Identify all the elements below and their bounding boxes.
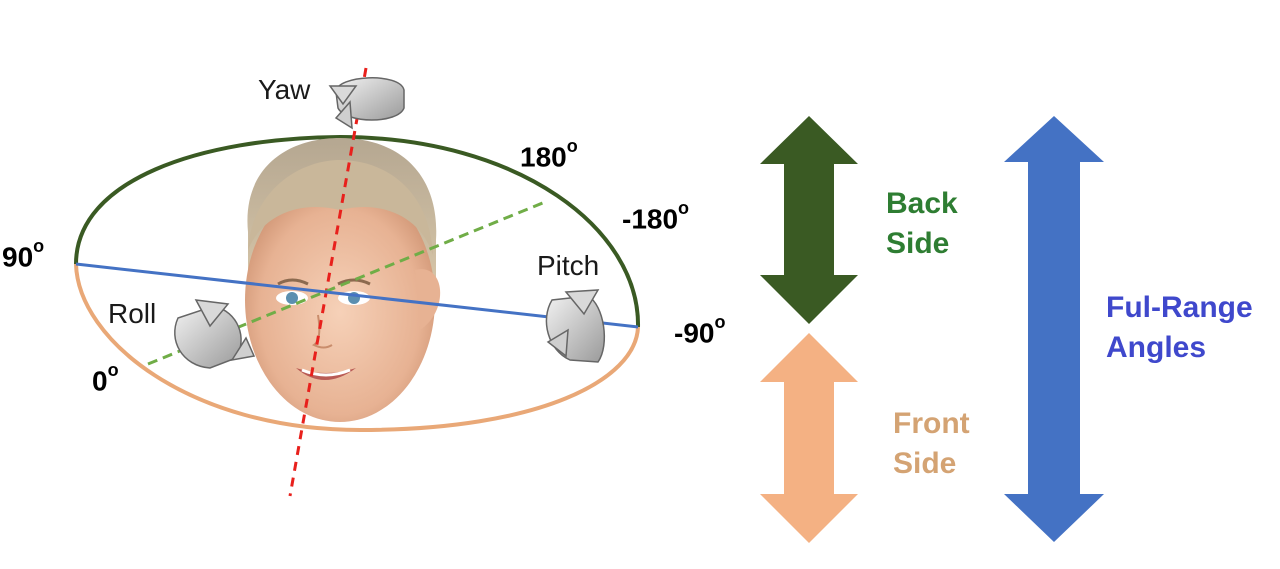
yaw-axis — [288, 67, 368, 497]
pitch-rotation-icon — [545, 289, 606, 363]
face-photo — [245, 138, 441, 422]
full-range-arrow — [1004, 116, 1104, 542]
pitch-axis — [75, 262, 639, 329]
yaw-rotation-icon — [328, 77, 405, 130]
angle-0-label: 0o — [92, 360, 119, 397]
back-side-arc — [74, 134, 641, 328]
roll-rotation-icon — [174, 299, 256, 369]
angle-180-label: 180o — [520, 136, 578, 173]
roll-label: Roll — [108, 298, 157, 329]
front-side-arc — [74, 263, 640, 433]
pitch-label: Pitch — [537, 250, 600, 281]
angle-neg90-label: -90o — [674, 312, 726, 349]
back-side-arrow — [760, 116, 858, 324]
front-side-arrow — [760, 333, 858, 543]
yaw-label: Yaw — [258, 74, 311, 105]
angle-90-label: 90o — [2, 236, 45, 273]
angle-neg180-label: -180o — [622, 198, 690, 235]
